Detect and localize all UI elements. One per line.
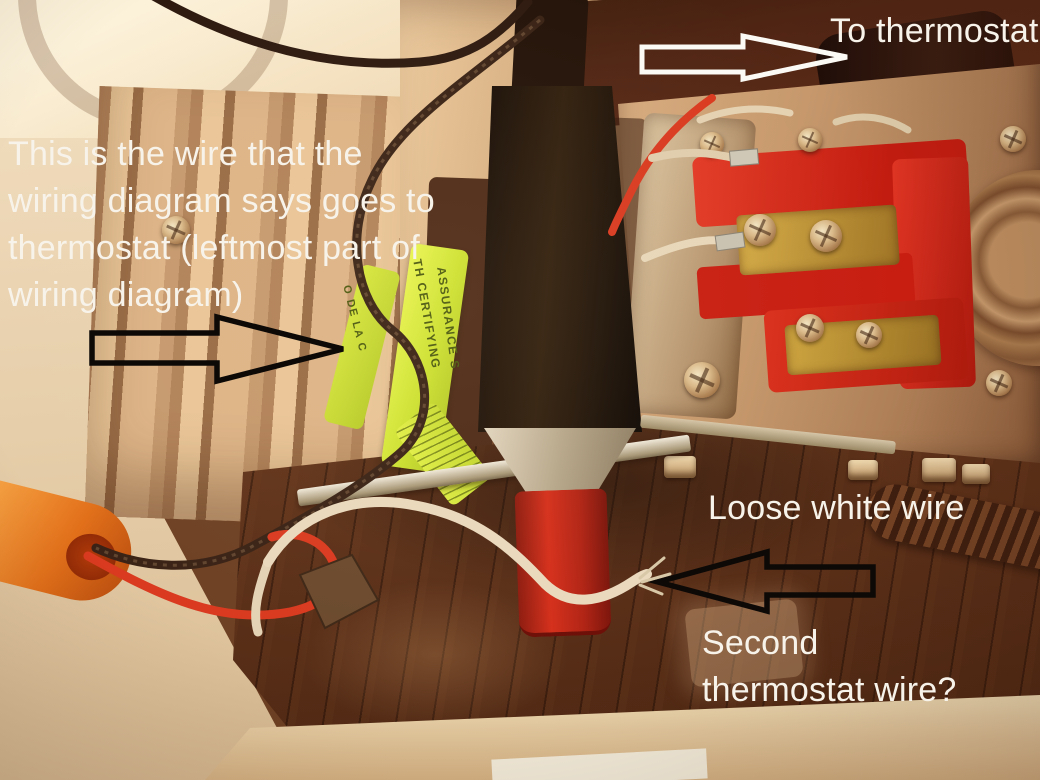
terminal-jumper-wire-4	[832, 113, 912, 134]
spade-connector	[714, 231, 746, 252]
white-wire-frayed-tip	[638, 556, 672, 596]
spade-connector	[728, 148, 760, 167]
terminal-screw-icon	[856, 322, 882, 348]
note-second-thermostat: Second thermostat wire?	[702, 624, 957, 709]
terminal-screw-icon	[798, 128, 822, 152]
mount-screw-icon	[986, 370, 1012, 396]
note-to-thermostat: To thermostat	[830, 12, 1039, 50]
hex-nut-icon	[962, 464, 990, 484]
mount-screw-icon	[1000, 126, 1026, 152]
connector-lug	[298, 553, 380, 630]
red-wire-lower	[83, 530, 341, 620]
dark-wire-top	[151, 0, 533, 68]
note-left: This is the wire that the wiring diagram…	[8, 135, 435, 314]
note-loose-white-wire: Loose white wire	[708, 489, 965, 527]
terminal-screw-icon	[796, 314, 824, 342]
red-wire-upper	[608, 94, 716, 236]
thermostat-wire-loop	[91, 15, 545, 570]
terminal-screw-icon	[744, 214, 776, 246]
white-wire-tail	[251, 557, 273, 637]
hex-nut-icon	[922, 458, 956, 482]
terminal-jumper-wire-3	[696, 105, 794, 124]
hex-nut-icon	[848, 460, 878, 480]
loose-white-wire	[263, 497, 652, 605]
igniter-body	[478, 86, 642, 432]
mount-screw-icon	[684, 362, 720, 398]
terminal-screw-icon	[810, 220, 842, 252]
diagram-wire-arrow	[89, 313, 344, 385]
to-thermostat-arrow	[639, 32, 848, 83]
hex-nut-icon	[664, 456, 696, 478]
loose-wire-arrow	[647, 548, 876, 615]
panel-screw-icon	[162, 216, 190, 244]
